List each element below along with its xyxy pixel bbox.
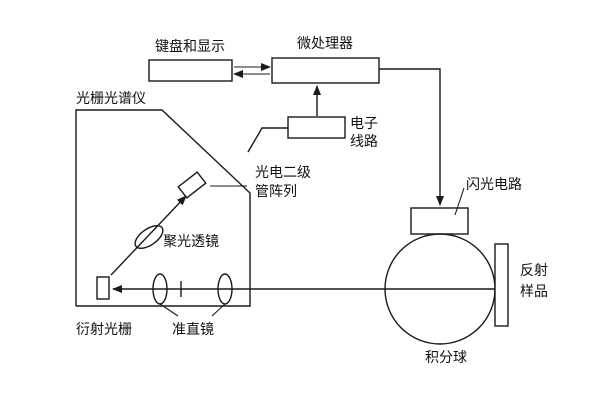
diffraction-grating-label: 衍射光栅 [76, 322, 132, 338]
diffraction-grating-box [96, 276, 110, 300]
beam-grating-to-array [110, 195, 187, 276]
photodiode-array: 光电二级 管阵列 [177, 165, 311, 200]
electronic-circuit-label-2: 线路 [350, 134, 378, 150]
photodiode-array-label-2: 管阵列 [255, 184, 297, 200]
integrating-sphere: 积分球 [384, 233, 496, 366]
spectrometer-housing: 光栅光谱仪 [75, 91, 251, 307]
reflective-sample-label-2: 样品 [520, 284, 548, 300]
keyboard-display-label: 键盘和显示 [155, 38, 225, 55]
electronic-circuit-block: 电子 线路 [287, 116, 378, 150]
microprocessor-block: 微处理器 [271, 36, 380, 84]
flash-circuit-leader [454, 187, 465, 216]
microprocessor-box [271, 57, 380, 84]
focusing-lens-label: 聚光透镜 [163, 234, 219, 250]
collimator-label: 准直镜 [172, 321, 214, 338]
electronic-circuit-label-1: 电子 [350, 116, 378, 132]
focusing-lens: 聚光透镜 [134, 225, 219, 250]
spectrometer-label: 光栅光谱仪 [76, 91, 146, 107]
reflective-sample-label-1: 反射 [520, 263, 548, 279]
reflective-sample: 反射 样品 [494, 243, 548, 327]
photodiode-array-label-1: 光电二级 [255, 165, 311, 181]
collimator: 准直镜 [152, 273, 233, 338]
focusing-lens-shape [134, 225, 164, 249]
collimator-leader-left [159, 303, 179, 317]
arrow-processor-to-flash [379, 68, 444, 206]
electronic-circuit-box [287, 116, 346, 139]
keyboard-display-block: 键盘和显示 [148, 38, 233, 82]
microprocessor-label: 微处理器 [297, 36, 353, 52]
reflective-sample-box [494, 243, 509, 327]
integrating-sphere-label: 积分球 [425, 350, 467, 366]
flash-circuit-box [410, 207, 469, 235]
diffraction-grating: 衍射光栅 [76, 276, 132, 338]
photodiode-array-box [177, 171, 207, 199]
flash-circuit-label: 闪光电路 [466, 177, 522, 193]
keyboard-display-box [148, 59, 233, 82]
signal-line-to-circuit [247, 127, 288, 153]
collimator-leader-right [211, 303, 226, 317]
spectrometer-outline [75, 109, 251, 307]
flash-circuit-block: 闪光电路 [410, 177, 522, 235]
